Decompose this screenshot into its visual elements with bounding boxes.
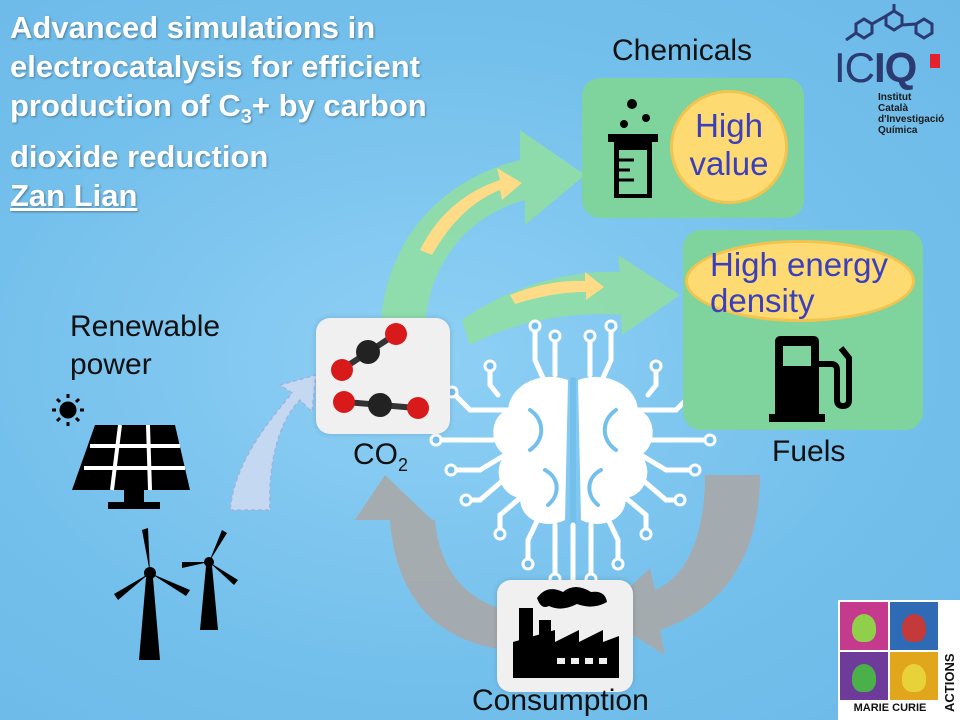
- title-line-4: dioxide reduction: [10, 139, 269, 175]
- factory-icon: [513, 587, 619, 678]
- arrow-renewable-to-co2: [229, 373, 317, 511]
- title-line-2: electrocatalysis for efficient: [10, 49, 421, 84]
- iciq-institute-name: Institut Català d'Investigació Química: [878, 92, 945, 136]
- mc-text-marie-curie: MARIE CURIE: [853, 702, 927, 714]
- sun-icon: [52, 394, 84, 426]
- title-line-1: Advanced simulations in: [10, 10, 376, 45]
- chemicals-label: Chemicals: [612, 34, 753, 67]
- co2-label: CO2: [353, 438, 409, 475]
- marie-curie-logo: MARIE CURIE ACTIONS: [838, 600, 960, 720]
- slide-title: Advanced simulations in electrocatalysis…: [10, 8, 530, 215]
- arrow-fuels-to-consumption: [600, 475, 760, 655]
- mc-text-actions: ACTIONS: [942, 653, 957, 713]
- iciq-red-mark: [930, 54, 940, 68]
- arrow-co2-to-chemicals: [380, 130, 585, 330]
- wind-turbine-icon: [114, 528, 238, 660]
- high-energy-density-oval: High energy density: [685, 240, 915, 322]
- fuel-pump-icon: [769, 336, 852, 422]
- solar-panel-icon: [72, 424, 190, 509]
- arrow-co2-to-fuels: [462, 255, 680, 345]
- co2-card: [316, 318, 450, 434]
- fuels-card: High energy density: [683, 230, 923, 430]
- brain-circuit-icon: [437, 327, 709, 593]
- co2-molecule-icon: [331, 323, 429, 419]
- title-line-3: production of C3+ by carbon: [10, 88, 427, 129]
- iciq-wordmark: ICIQ: [834, 44, 917, 91]
- arrow-co2-to-fuels-highlight: [510, 272, 604, 304]
- arrow-consumption-to-co2: [355, 475, 505, 650]
- chemicals-card: High value: [582, 78, 804, 218]
- iciq-molecule-icon: [845, 4, 934, 42]
- consumption-card: [497, 580, 633, 692]
- high-value-oval: High value: [670, 90, 788, 204]
- author-name: Zan Lian: [10, 178, 138, 214]
- iciq-logo: ICIQ Institut Català d'Investigació Quím…: [830, 0, 960, 150]
- arrow-co2-to-chemicals-highlight: [420, 168, 522, 255]
- renewable-power-label: Renewable power: [70, 310, 221, 381]
- consumption-label: Consumption: [472, 684, 649, 717]
- beaker-icon: [608, 99, 658, 198]
- fuels-label: Fuels: [772, 435, 846, 468]
